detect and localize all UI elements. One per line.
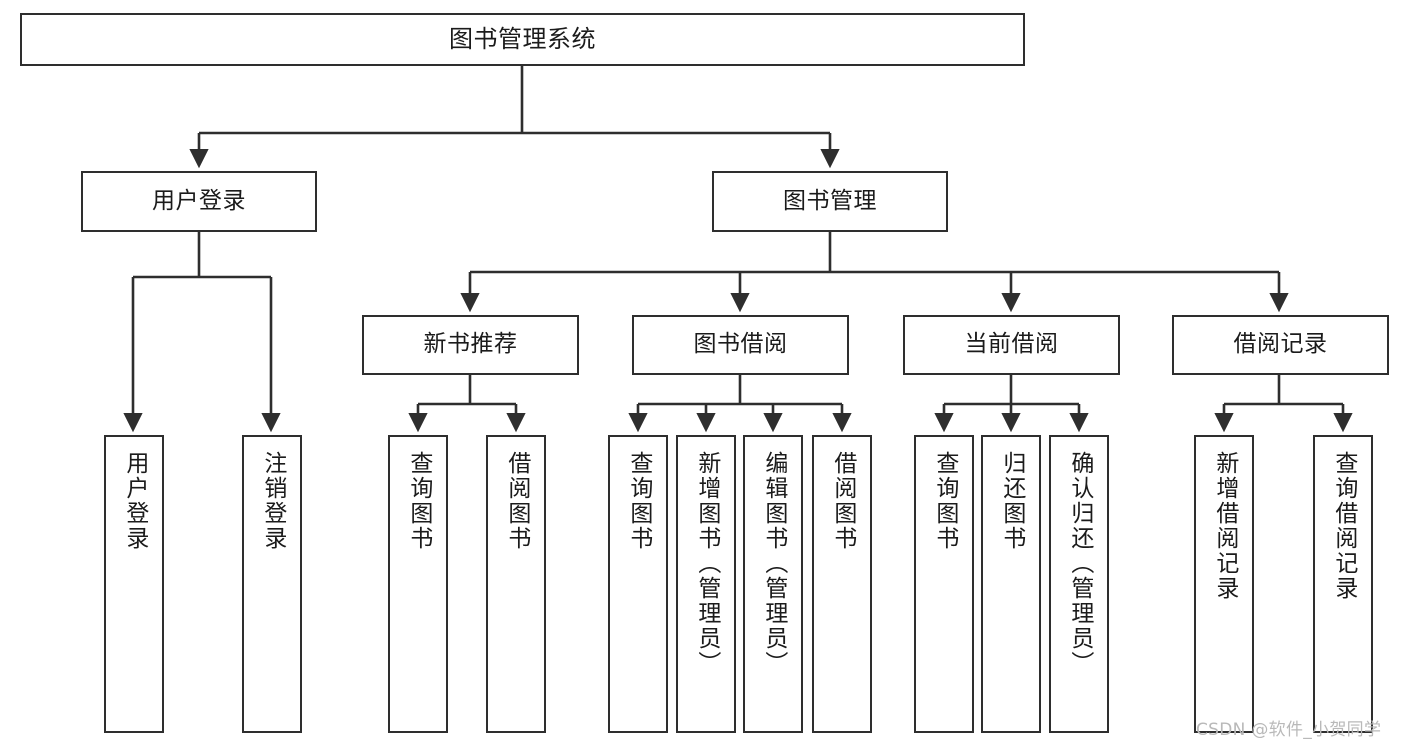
node-borrow-record[interactable]: 借阅记录 [1172, 315, 1389, 375]
node-leaf-user-login[interactable]: 用户登录 [104, 435, 164, 733]
node-leaf-borrow-book-2-label: 借阅图书 [829, 451, 856, 551]
node-leaf-logout-login[interactable]: 注销登录 [242, 435, 302, 733]
node-leaf-borrow-book-1-label: 借阅图书 [503, 451, 530, 551]
node-current-borrow[interactable]: 当前借阅 [903, 315, 1120, 375]
node-user-login-label: 用户登录 [152, 187, 246, 214]
node-leaf-borrow-book-2[interactable]: 借阅图书 [812, 435, 872, 733]
node-leaf-add-book[interactable]: 新增图书（管理员） [676, 435, 736, 733]
node-book-borrow-label: 图书借阅 [693, 331, 788, 358]
node-root-label: 图书管理系统 [449, 25, 596, 54]
node-leaf-edit-book[interactable]: 编辑图书（管理员） [743, 435, 803, 733]
node-leaf-query-book-1[interactable]: 查询图书 [388, 435, 448, 733]
node-borrow-record-label: 借阅记录 [1233, 331, 1328, 358]
node-new-book-recommend-label: 新书推荐 [423, 331, 518, 358]
node-leaf-query-book-1-label: 查询图书 [405, 451, 432, 551]
node-user-login[interactable]: 用户登录 [81, 171, 317, 232]
node-leaf-query-record[interactable]: 查询借阅记录 [1313, 435, 1373, 733]
node-leaf-return-book-label: 归还图书 [998, 451, 1025, 551]
node-leaf-user-login-label: 用户登录 [121, 451, 148, 551]
node-leaf-add-record[interactable]: 新增借阅记录 [1194, 435, 1254, 733]
node-leaf-add-book-label: 新增图书（管理员） [693, 451, 720, 676]
node-leaf-logout-login-label: 注销登录 [259, 451, 286, 551]
node-leaf-query-record-label: 查询借阅记录 [1330, 451, 1357, 601]
node-leaf-query-book-3-label: 查询图书 [931, 451, 958, 551]
node-current-borrow-label: 当前借阅 [964, 331, 1059, 358]
node-leaf-edit-book-label: 编辑图书（管理员） [760, 451, 787, 676]
node-leaf-query-book-3[interactable]: 查询图书 [914, 435, 974, 733]
node-book-borrow[interactable]: 图书借阅 [632, 315, 849, 375]
node-new-book-recommend[interactable]: 新书推荐 [362, 315, 579, 375]
node-leaf-query-book-2[interactable]: 查询图书 [608, 435, 668, 733]
node-root[interactable]: 图书管理系统 [20, 13, 1025, 66]
node-book-manage[interactable]: 图书管理 [712, 171, 948, 232]
node-book-manage-label: 图书管理 [783, 187, 877, 214]
node-leaf-confirm-return-label: 确认归还（管理员） [1066, 451, 1093, 676]
node-leaf-borrow-book-1[interactable]: 借阅图书 [486, 435, 546, 733]
node-leaf-confirm-return[interactable]: 确认归还（管理员） [1049, 435, 1109, 733]
node-leaf-return-book[interactable]: 归还图书 [981, 435, 1041, 733]
node-leaf-add-record-label: 新增借阅记录 [1211, 451, 1238, 601]
watermark-text: CSDN @软件_小贺同学 [1196, 720, 1382, 740]
node-leaf-query-book-2-label: 查询图书 [625, 451, 652, 551]
